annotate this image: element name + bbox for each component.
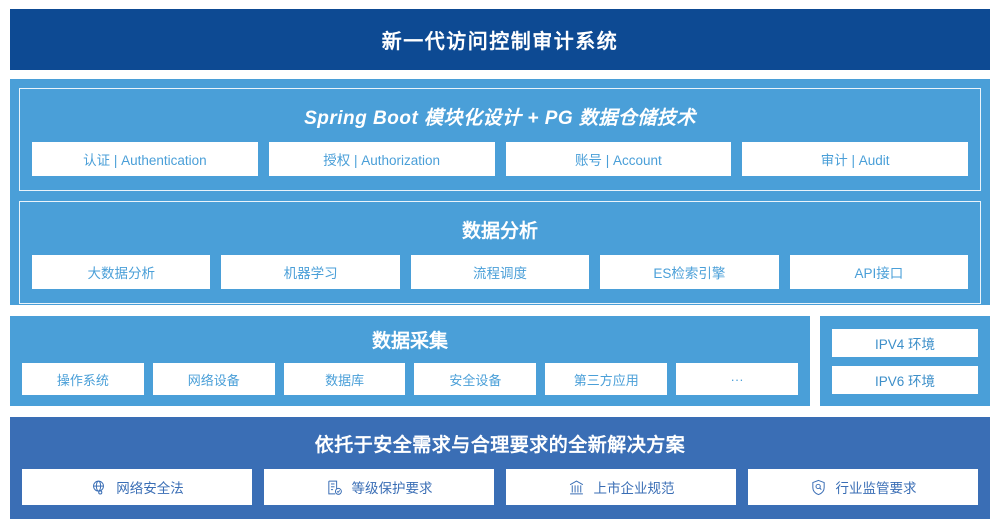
header-banner: 新一代访问控制审计系统 [10,9,990,70]
bank-building-icon [568,479,585,496]
chip-ipv6-environment[interactable]: IPV6 环境 [832,365,978,394]
solution-items: 网络安全法 等级保护要求 [22,469,978,505]
chip-label: 行业监管要求 [835,481,917,496]
analysis-layer-items: 大数据分析 机器学习 流程调度 ES检索引擎 API接口 [32,255,969,289]
collection-row: 数据采集 操作系统 网络设备 数据库 安全设备 第三方应用 ··· IPV4 环… [10,316,990,406]
chip-network-device[interactable]: 网络设备 [152,363,275,395]
chip-authorization[interactable]: 授权 | Authorization [268,142,495,176]
chip-industry-regulation[interactable]: 行业监管要求 [748,469,978,505]
solution-panel: 依托于安全需求与合理要求的全新解决方案 网络安全法 [10,417,990,519]
chip-api-interface[interactable]: API接口 [789,255,969,289]
chip-operating-system[interactable]: 操作系统 [22,363,144,395]
chip-authentication[interactable]: 认证 | Authentication [32,142,258,176]
solution-title: 依托于安全需求与合理要求的全新解决方案 [314,435,686,456]
application-layer-box: Spring Boot 模块化设计 + PG 数据仓储技术 认证 | Authe… [19,88,981,191]
chip-more-ellipsis[interactable]: ··· [676,363,798,395]
collection-items: 操作系统 网络设备 数据库 安全设备 第三方应用 ··· [22,363,798,395]
application-layer-items: 认证 | Authentication 授权 | Authorization 账… [32,142,968,176]
page-title: 新一代访问控制审计系统 [381,31,619,53]
chip-label: 上市企业规范 [593,481,675,496]
chip-es-search-engine[interactable]: ES检索引擎 [600,255,779,289]
collection-title: 数据采集 [371,331,448,352]
chip-label: 等级保护要求 [351,481,433,496]
chip-ipv4-environment[interactable]: IPV4 环境 [832,328,978,357]
application-layer-title: Spring Boot 模块化设计 + PG 数据仓储技术 [304,108,696,129]
analysis-layer-title: 数据分析 [461,221,538,242]
chip-third-party-app[interactable]: 第三方应用 [545,363,668,395]
chip-security-device[interactable]: 安全设备 [414,363,537,395]
chip-listed-enterprise-standard[interactable]: 上市企业规范 [506,469,736,505]
document-check-icon [326,479,343,496]
chip-classified-protection[interactable]: 等级保护要求 [264,469,494,505]
chip-process-scheduling[interactable]: 流程调度 [410,255,590,289]
environment-panel: IPV4 环境 IPV6 环境 [820,316,990,406]
chip-audit[interactable]: 审计 | Audit [742,142,968,176]
globe-network-icon [90,479,107,496]
chip-label: 网络安全法 [116,481,184,496]
analysis-layer-box: 数据分析 大数据分析 机器学习 流程调度 ES检索引擎 API接口 [19,201,981,304]
chip-account[interactable]: 账号 | Account [505,142,732,176]
chip-machine-learning[interactable]: 机器学习 [221,255,400,289]
chip-big-data-analysis[interactable]: 大数据分析 [32,255,211,289]
platform-panel: Spring Boot 模块化设计 + PG 数据仓储技术 认证 | Authe… [10,79,990,305]
collection-panel: 数据采集 操作系统 网络设备 数据库 安全设备 第三方应用 ··· [10,316,810,406]
chip-cybersecurity-law[interactable]: 网络安全法 [22,469,252,505]
shield-search-icon [810,479,827,496]
chip-database[interactable]: 数据库 [283,363,406,395]
